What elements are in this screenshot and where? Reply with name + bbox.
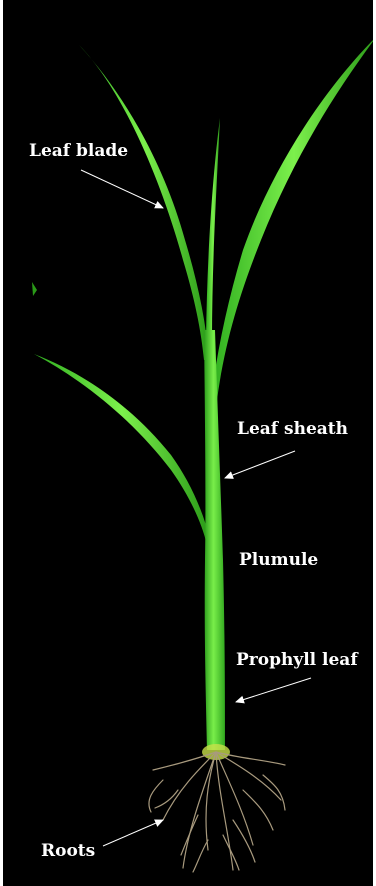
label-prophyll-leaf: Prophyll leaf [236,652,358,669]
leaf-blade-left [79,45,209,360]
leaf-lower-left [34,354,210,545]
label-leaf-sheath: Leaf sheath [237,421,348,438]
arrow-prophyll-leaf [236,678,311,702]
arrow-leaf-sheath [225,451,295,478]
label-plumule: Plumule [239,552,318,569]
leaf-sheath [204,330,225,750]
arrow-leaf-blade [81,170,163,208]
label-leaf-blade: Leaf blade [29,143,128,160]
leaf-blade-center [206,118,220,340]
arrow-roots [103,820,163,846]
label-roots: Roots [41,843,95,860]
leaf-blade-right [211,36,376,400]
roots [149,752,285,872]
seedling-illustration [3,0,376,886]
